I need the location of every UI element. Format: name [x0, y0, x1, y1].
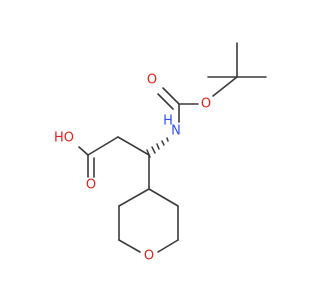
- ring-bond-c2-o: [118, 239, 141, 253]
- atom-label-o-ester-boc: O: [201, 97, 211, 112]
- atom-label-o-ring: O: [144, 249, 154, 264]
- molecule-structure-diagram: O O N H HO O O: [54, 42, 267, 264]
- atom-label-hydroxyl: HO: [54, 131, 74, 146]
- ring-bond-o-c6: [157, 239, 179, 253]
- ring-bond-c5-c4: [148, 188, 179, 207]
- bond-ch2-to-acid-c: [87, 136, 119, 156]
- bond-carbonyl-c-to-o-double-b: [157, 93, 174, 110]
- atom-label-o-acid-carbonyl: O: [86, 178, 96, 193]
- bond-chiral-c-to-ch2: [117, 136, 150, 156]
- ring-bond-c4-c3: [118, 188, 150, 207]
- atom-label-hydrogen-on-nitrogen: H: [163, 114, 173, 129]
- atom-label-nitrogen: N: [171, 124, 181, 139]
- bond-carbonyl-c-to-o-double-a: [162, 87, 180, 105]
- atom-label-o-carbonyl-boc: O: [147, 73, 157, 88]
- bond-tbu-to-o-ester: [212, 76, 238, 97]
- bond-acid-c-to-oh: [78, 146, 89, 156]
- bond-n-to-chiral-c-hashed-wedge: [146, 137, 169, 158]
